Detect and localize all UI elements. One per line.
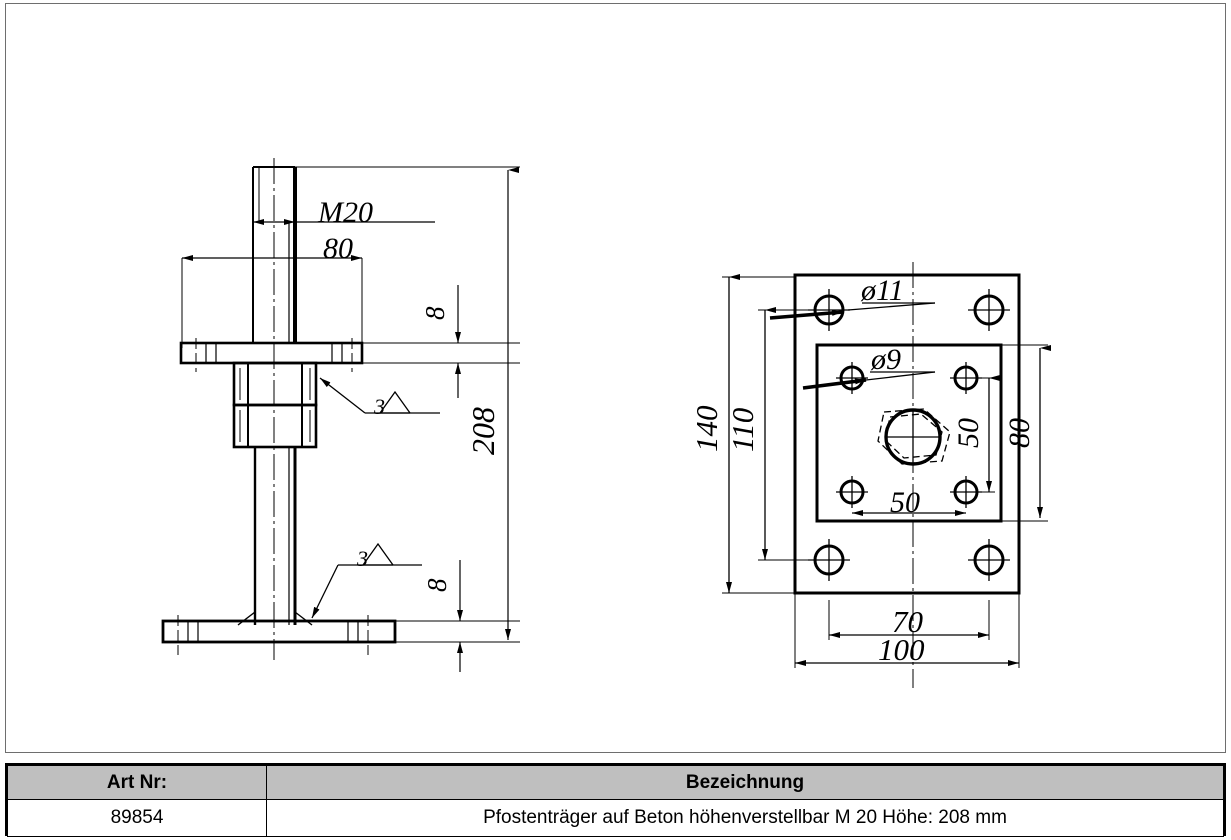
side-elevation-view xyxy=(161,158,520,672)
label-80-plan: 80 xyxy=(1003,418,1036,448)
dimension-80-plan xyxy=(1001,344,1051,522)
label-weld-upper: 3 xyxy=(373,394,385,419)
label-m20: M20 xyxy=(317,196,373,229)
label-80-width: 80 xyxy=(323,232,353,265)
label-70: 70 xyxy=(892,604,924,639)
leader-dia9 xyxy=(802,371,936,390)
table-header-row: Art Nr: Bezeichnung xyxy=(7,765,1224,800)
label-weld-lower: 3 xyxy=(356,546,368,571)
label-dia9: ø9 xyxy=(870,343,901,376)
outer-plate xyxy=(793,273,1021,595)
label-8-base: 8 xyxy=(422,578,452,592)
label-dia11: ø11 xyxy=(860,274,904,307)
weld-symbol-lower xyxy=(311,542,422,619)
hole-outer-top-right xyxy=(968,289,1010,331)
post-shaft xyxy=(253,447,297,625)
hex-nut-lower xyxy=(232,403,318,449)
dimension-70 xyxy=(828,600,990,640)
cell-art-nr: 89854 xyxy=(7,799,267,837)
dimension-100 xyxy=(794,593,1020,668)
label-8-upper: 8 xyxy=(420,306,450,320)
plan-view xyxy=(722,262,1051,688)
weld-symbol-upper xyxy=(319,377,440,414)
dimension-110 xyxy=(758,307,822,561)
dimension-140 xyxy=(722,274,795,594)
inner-plate xyxy=(815,343,1003,523)
label-140: 140 xyxy=(689,405,724,452)
header-bezeichnung: Bezeichnung xyxy=(266,765,1224,800)
hole-inner-top-left xyxy=(836,362,868,394)
label-50-horizontal: 50 xyxy=(890,486,920,519)
hex-nut-upper xyxy=(232,361,318,407)
table-row: 89854 Pfostenträger auf Beton höhenverst… xyxy=(7,799,1224,837)
dimension-80-width xyxy=(181,255,363,348)
base-plate xyxy=(161,615,520,655)
hole-inner-bottom-left xyxy=(836,476,868,508)
part-info-table: Art Nr: Bezeichnung 89854 Pfostenträger … xyxy=(5,763,1226,837)
dimension-50-vertical xyxy=(972,375,1000,493)
drawing-border-frame xyxy=(5,3,1226,753)
label-50-vertical: 50 xyxy=(952,418,985,448)
center-hex-nut xyxy=(877,408,951,465)
header-art-nr: Art Nr: xyxy=(7,765,267,800)
hole-outer-bottom-right xyxy=(968,539,1010,581)
label-100: 100 xyxy=(878,632,925,667)
weld-fillet-base xyxy=(237,611,313,626)
technical-drawing-canvas: M20 80 8 8 208 3 3 ø11 ø9 140 110 50 80 … xyxy=(161,158,1051,688)
leader-dia11 xyxy=(769,302,936,320)
dimension-208-height xyxy=(295,166,520,640)
cell-bezeichnung: Pfostenträger auf Beton höhenverstellbar… xyxy=(266,799,1224,837)
label-208-height: 208 xyxy=(465,407,501,455)
label-110: 110 xyxy=(725,407,760,452)
upper-flange-plate xyxy=(179,338,520,372)
